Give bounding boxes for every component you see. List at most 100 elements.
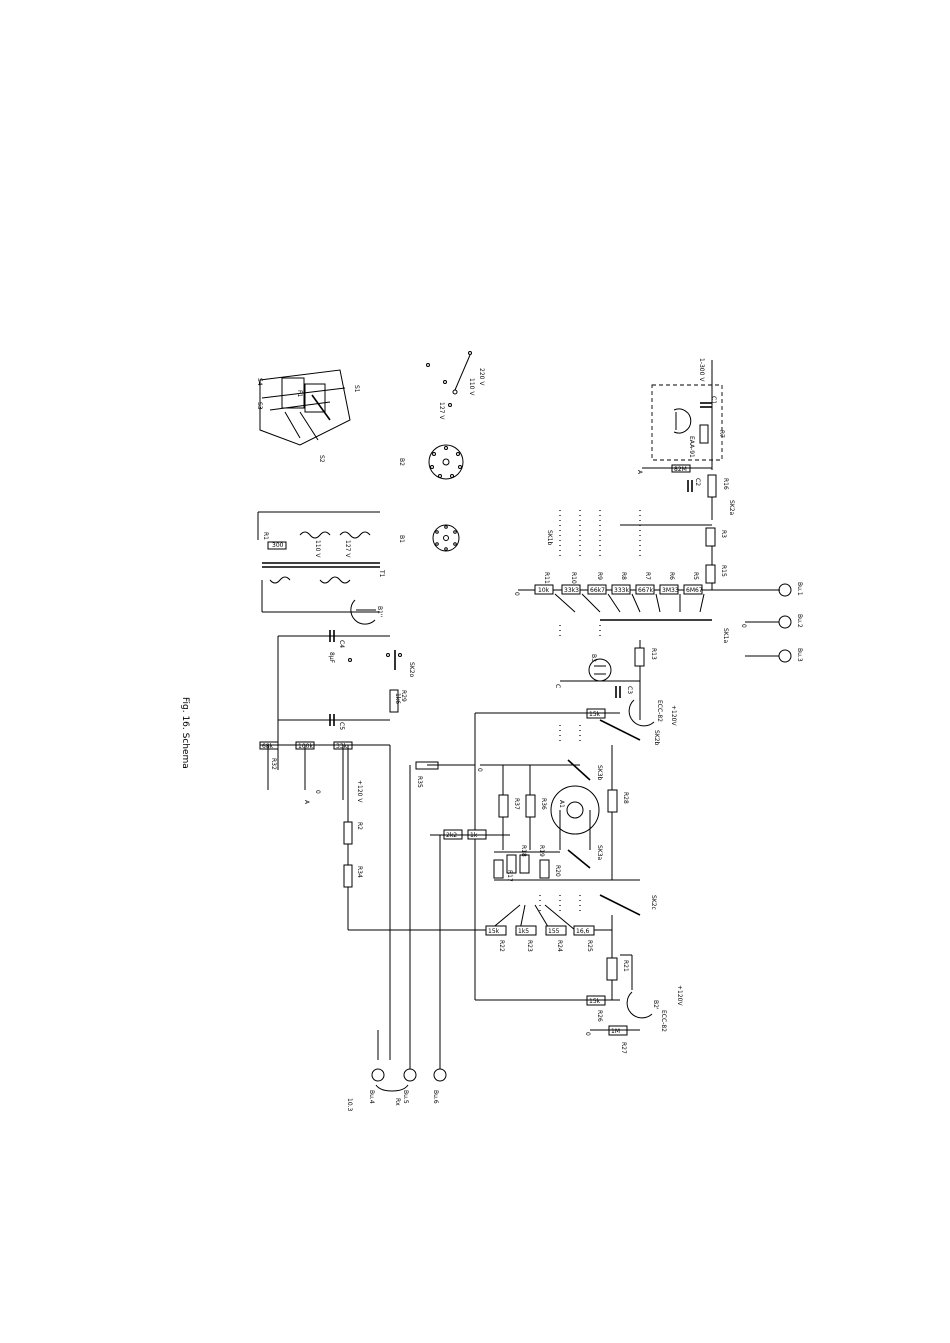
resistor-r36 (525, 794, 536, 818)
label-ecc82-b: ECC-82 (660, 1010, 667, 1032)
resistor-r28 (607, 789, 618, 813)
label-b3: B3 (590, 654, 597, 662)
label-r10: R10 (570, 572, 577, 584)
label-sk1b: SK1b (546, 530, 553, 546)
label-ladder-zero: 0 (513, 592, 520, 596)
label-plus120-left: +120 V (356, 780, 363, 803)
input-section: 1-300 V C1 EAA-91 R7 82M A C2 R16 SK2a S… (540, 358, 780, 591)
label-c3: C3 (626, 686, 633, 694)
resistor-r11 (534, 584, 554, 595)
label-bu1: Bu.1 (796, 582, 803, 596)
label-r21: R21 (622, 960, 629, 972)
jack-bu5 (403, 1068, 417, 1082)
jack-bu2 (778, 615, 792, 629)
label-r25: R25 (586, 940, 593, 952)
label-r6-value: 3M33 (662, 587, 679, 594)
label-r8: R8 (620, 572, 627, 580)
label-r5-value: 6M67 (686, 587, 703, 594)
label-r22: R22 (498, 940, 505, 952)
label-r29: R29 (400, 690, 407, 702)
range-ladder: 0 10k R11 33k3 R10 66k7 R9 333k R8 667k … (513, 572, 729, 644)
resistor-r7 (635, 584, 655, 595)
label-bu2-zero: 0 (740, 624, 747, 628)
label-r11: R11 (543, 572, 550, 584)
resistor-r10 (561, 584, 581, 595)
label-meter-zero: 0 (476, 768, 483, 772)
label-r4-value: 82M (674, 466, 687, 473)
label-r24-value: 155 (548, 928, 560, 935)
label-r30-value: 33k (336, 743, 348, 750)
label-r1: R1 (262, 532, 269, 540)
label-c4-value: 8µF (328, 652, 335, 664)
label-220v: 220 V (478, 368, 485, 386)
label-sk1a: SK1a (722, 628, 729, 644)
input-jacks: Bu.1 Bu.2 0 Bu.3 (740, 582, 803, 663)
label-sk3b: SK3b (596, 765, 603, 781)
label-r7-value: 667k (638, 587, 653, 594)
label-r27: R27 (620, 1042, 627, 1054)
label-r1-value: 300 (272, 542, 284, 549)
mains-voltage-selector: 220 V 110 V 127 V (426, 351, 485, 420)
label-sk2b: SK2b (653, 730, 660, 746)
glow-lamp-b3 (588, 658, 612, 682)
label-b1pp: B1'' (376, 606, 383, 618)
label-winding-127v: 127 V (344, 540, 351, 558)
label-s3: S3 (256, 402, 263, 410)
resistor-r21 (606, 957, 618, 981)
label-bu3: Bu.3 (796, 648, 803, 662)
tube-socket-b1: B1 (398, 524, 460, 552)
label-110v: 110 V (468, 378, 475, 396)
resistor-r1 (267, 541, 287, 550)
tube-socket-b2: B2 (398, 444, 464, 480)
label-t1: T1 (378, 569, 385, 578)
label-r26: R26 (596, 1010, 603, 1022)
label-sk3a: SK3a (596, 845, 603, 861)
label-a1: A1 (558, 800, 565, 808)
label-r5: R5 (692, 572, 699, 580)
label-r20: R20 (554, 865, 561, 877)
label-r8-value: 333k (614, 587, 629, 594)
label-r10-value: 33k3 (564, 587, 579, 594)
label-r13: R13 (650, 648, 657, 660)
label-s1: S1 (353, 385, 360, 393)
label-ecc82-a: ECC-82 (656, 700, 663, 722)
meter-section: 0 SK3b R37 R36 A1 SK3a 1k 2k2 R19 R18 R2… (430, 759, 603, 882)
label-sk2c: SK2c (650, 895, 657, 910)
resistor-r34 (343, 864, 353, 888)
label-r6: R6 (668, 572, 675, 580)
resistor-r5 (683, 584, 703, 595)
label-r35: R35 (416, 776, 423, 788)
meter-a1 (550, 785, 600, 835)
label-r16: R16 (722, 478, 729, 490)
resistor-r15 (705, 564, 716, 584)
label-r34: R34 (356, 866, 363, 878)
switch-assembly-drawing: S1 S2 S3 S4 F1 (256, 369, 360, 463)
resistor-r12 (699, 424, 709, 444)
resistor-r8 (611, 584, 631, 595)
label-r2: R2 (356, 822, 363, 830)
jack-bu1 (778, 583, 792, 597)
jack-bu6 (433, 1068, 447, 1082)
power-supply-section: 300 R1 110 V 127 V T1 B1'' C4 8µF SK2o (257, 511, 490, 1060)
label-socket-b1: B1 (398, 535, 405, 543)
resistor-r2 (343, 821, 353, 845)
label-r29-value: 1k6 (394, 693, 401, 704)
resistor-r17 (493, 859, 504, 879)
label-r25-value: 16,6 (576, 928, 590, 935)
label-r23: R23 (526, 940, 533, 952)
jack-bu3 (778, 649, 792, 663)
label-rx: Rx (394, 1098, 401, 1106)
label-r11-value: 10k (538, 587, 550, 594)
label-c5: C5 (338, 722, 345, 730)
label-node-a-left: A (303, 800, 310, 805)
corner-note: 10.3 (346, 1098, 353, 1112)
tube-stage-b1: R13 B3 C C3 ECC-82 +120V 15k SK2b R28 (474, 640, 677, 1000)
resistor-r9 (587, 584, 607, 595)
label-node-c: C (554, 684, 561, 688)
label-s2: S2 (318, 455, 325, 463)
resistor-r18 (506, 854, 517, 874)
label-bu2: Bu.2 (796, 614, 803, 628)
label-r9: R9 (596, 572, 603, 580)
resistor-r16 (707, 474, 717, 498)
